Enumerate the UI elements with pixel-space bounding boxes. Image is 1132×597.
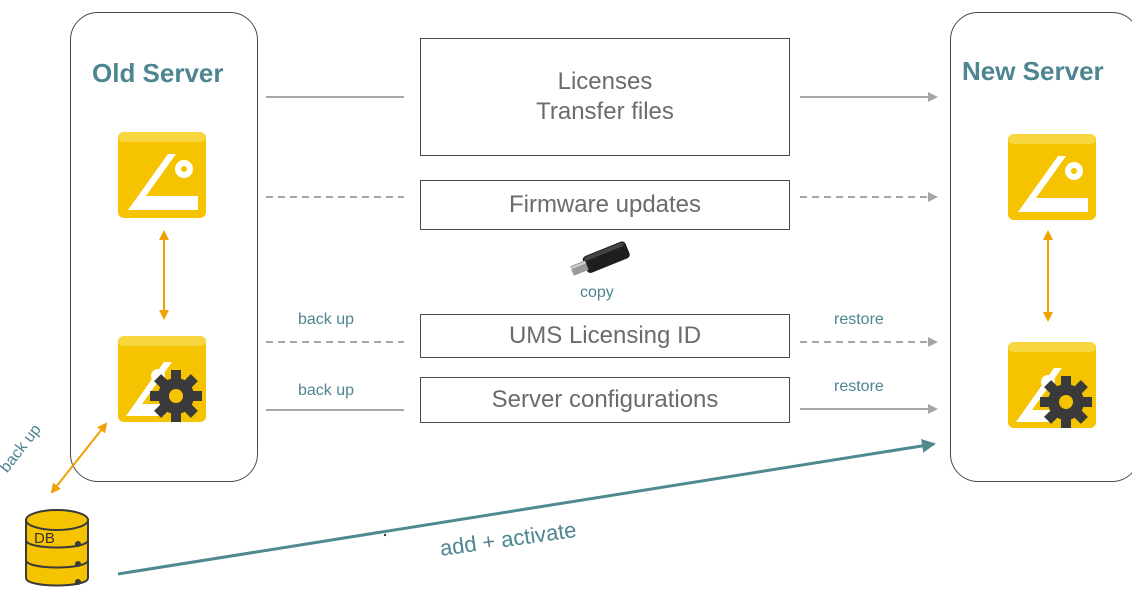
gear-icon bbox=[150, 370, 202, 422]
new-server-title: New Server bbox=[962, 56, 1104, 86]
licensing-id-box: UMS Licensing ID bbox=[420, 314, 790, 358]
usb-stick-icon bbox=[566, 240, 638, 280]
restore-config-label: restore bbox=[834, 378, 884, 395]
firmware-updates-box: Firmware updates bbox=[420, 180, 790, 230]
licensing-id-label: UMS Licensing ID bbox=[508, 322, 702, 349]
server-config-label: Server configurations bbox=[491, 386, 719, 413]
stray-dot bbox=[383, 533, 387, 537]
backup-id-label: back up bbox=[298, 311, 355, 328]
firmware-updates-label: Firmware updates bbox=[508, 191, 702, 218]
db-backup-arrow bbox=[50, 422, 108, 494]
new-server-config-icon bbox=[1008, 342, 1096, 428]
gear-icon bbox=[1040, 376, 1092, 428]
server-config-box: Server configurations bbox=[420, 377, 790, 423]
copy-label: copy bbox=[580, 284, 614, 301]
licenses-transfer-box: Licenses Transfer files bbox=[420, 38, 790, 156]
transfer-files-label: Transfer files bbox=[536, 98, 674, 125]
db-label: DB bbox=[34, 530, 55, 547]
old-server-title: Old Server bbox=[92, 58, 224, 88]
backup-config-label: back up bbox=[298, 382, 355, 399]
old-server-config-icon bbox=[118, 336, 206, 422]
add-activate-arrow bbox=[117, 438, 936, 576]
database-icon bbox=[22, 506, 92, 592]
restore-id-label: restore bbox=[834, 311, 884, 328]
licenses-label: Licenses bbox=[557, 68, 653, 95]
new-server-ums-icon bbox=[1008, 134, 1096, 220]
old-server-ums-icon bbox=[118, 132, 206, 218]
